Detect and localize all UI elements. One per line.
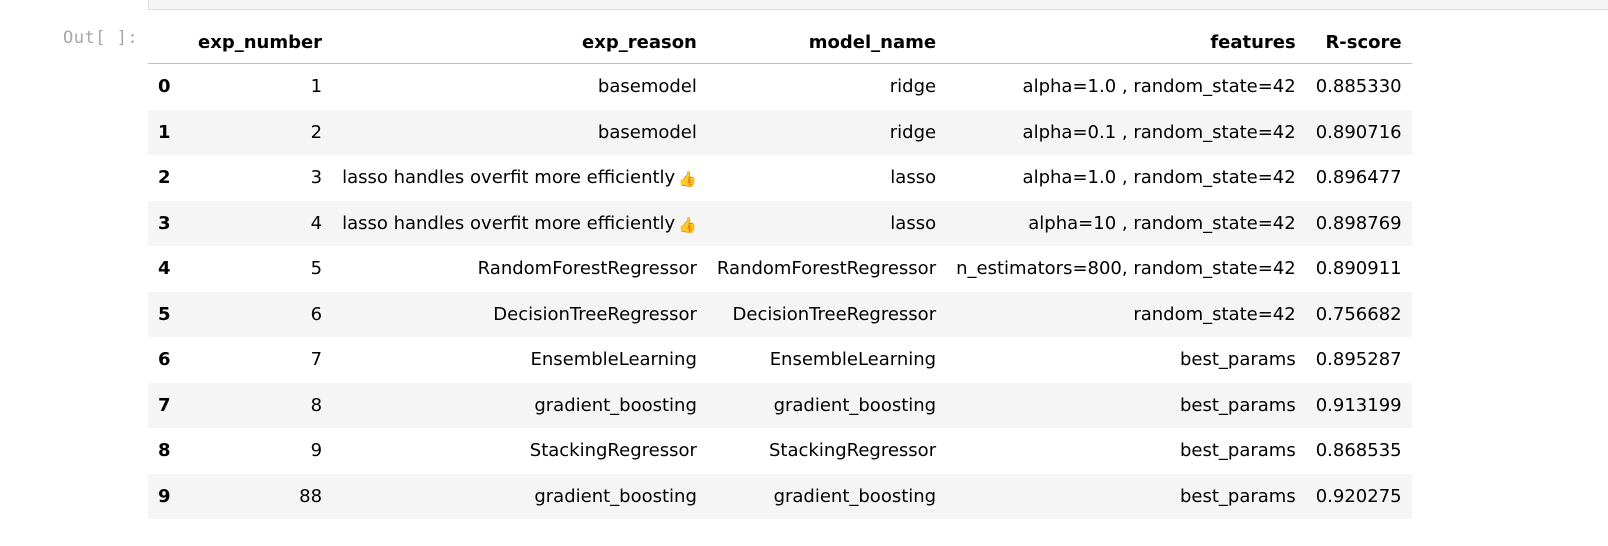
- cell-exp-reason: lasso handles overfit more efficiently👍: [332, 155, 707, 201]
- cell-features: alpha=0.1 , random_state=42: [1022, 121, 1296, 143]
- row-index: 4: [158, 258, 171, 280]
- cell-model-name: ridge: [889, 121, 937, 143]
- cell-exp-number: 88: [299, 485, 323, 507]
- exp-reason-text: gradient_boosting: [534, 394, 697, 416]
- table-row: 5 6 DecisionTreeRegressor DecisionTreeRegre…: [148, 291, 1412, 338]
- table-row: 0 1 basemodel ridge alpha=1.0 , random_state…: [148, 64, 1412, 110]
- cell-exp-number: 5: [310, 258, 323, 280]
- thumbs-up-icon: 👍: [678, 170, 697, 189]
- row-index: 2: [158, 167, 171, 189]
- cell-exp-number: 2: [310, 121, 323, 143]
- table-row: 4 5 RandomForestRegressor RandomForestRegre…: [148, 246, 1412, 292]
- cell-model-name: DecisionTreeRegressor: [732, 303, 937, 325]
- cell-exp-reason: EnsembleLearning: [332, 337, 707, 383]
- column-header-exp-reason: exp_reason: [332, 22, 707, 64]
- cell-features: random_state=42: [1133, 303, 1296, 325]
- index-header: [148, 22, 188, 64]
- table-row: 7 8 gradient_boosting gradient_boosting best…: [148, 382, 1412, 429]
- cell-model-name: ridge: [889, 76, 937, 98]
- cell-r-score: 0.885330: [1315, 76, 1402, 98]
- cell-r-score: 0.890911: [1315, 258, 1402, 280]
- cell-exp-reason: basemodel: [332, 64, 707, 110]
- column-header-r-score: R-score: [1305, 22, 1412, 64]
- cell-exp-number: 6: [310, 303, 323, 325]
- cell-exp-reason: gradient_boosting: [332, 474, 707, 520]
- row-index: 0: [158, 76, 171, 98]
- exp-reason-text: EnsembleLearning: [530, 349, 697, 371]
- row-index: 1: [158, 121, 171, 143]
- table-row: 3 4 lasso handles overfit more efficiently…: [148, 200, 1412, 247]
- exp-reason-text: DecisionTreeRegressor: [493, 303, 697, 325]
- cell-model-name: RandomForestRegressor: [716, 258, 937, 280]
- cell-exp-reason: lasso handles overfit more efficiently👍: [332, 201, 707, 247]
- table-body: 0 1 basemodel ridge alpha=1.0 , random_state…: [148, 64, 1412, 520]
- column-header-exp-number: exp_number: [188, 22, 333, 64]
- cell-features: alpha=1.0 , random_state=42: [1022, 167, 1296, 189]
- column-header-model-name: model_name: [706, 22, 947, 64]
- cell-model-name: lasso: [890, 212, 937, 234]
- exp-reason-text: lasso handles overfit more efficiently: [342, 212, 676, 234]
- cell-exp-number: 8: [310, 394, 323, 416]
- header-row: exp_number exp_reason model_name feature…: [148, 22, 1412, 64]
- row-index: 3: [158, 212, 171, 234]
- exp-reason-text: basemodel: [597, 76, 697, 98]
- exp-reason-text: StackingRegressor: [529, 440, 697, 462]
- table-row: 2 3 lasso handles overfit more efficiently…: [148, 155, 1412, 201]
- exp-reason-text: gradient_boosting: [534, 485, 697, 507]
- cell-features: alpha=10 , random_state=42: [1028, 212, 1296, 234]
- exp-reason-text: basemodel: [597, 121, 697, 143]
- output-prompt: Out[ ]:: [63, 28, 139, 48]
- dataframe-table: exp_number exp_reason model_name feature…: [148, 22, 1412, 519]
- cell-r-score: 0.890716: [1315, 121, 1402, 143]
- cell-model-name: gradient_boosting: [773, 394, 937, 416]
- cell-exp-number: 7: [310, 349, 323, 371]
- exp-reason-text: lasso handles overfit more efficiently: [342, 167, 676, 189]
- cell-r-score: 0.913199: [1315, 394, 1402, 416]
- cell-model-name: StackingRegressor: [768, 440, 937, 462]
- table-row: 9 88 gradient_boosting gradient_boosting bes…: [148, 473, 1412, 520]
- cell-exp-reason: StackingRegressor: [332, 428, 707, 474]
- cell-exp-reason: basemodel: [332, 110, 707, 156]
- cell-exp-reason: gradient_boosting: [332, 383, 707, 429]
- cell-r-score: 0.895287: [1315, 349, 1402, 371]
- cell-r-score: 0.898769: [1315, 212, 1402, 234]
- table-row: 1 2 basemodel ridge alpha=0.1 , random_state…: [148, 109, 1412, 156]
- row-index: 7: [158, 394, 171, 416]
- column-header-features: features: [946, 22, 1306, 64]
- cell-features: best_params: [1179, 485, 1296, 507]
- cell-exp-number: 1: [310, 76, 323, 98]
- cell-exp-reason: RandomForestRegressor: [332, 246, 707, 292]
- row-index: 5: [158, 303, 171, 325]
- row-index: 8: [158, 440, 171, 462]
- cell-r-score: 0.896477: [1315, 167, 1402, 189]
- cell-model-name: gradient_boosting: [773, 485, 937, 507]
- cell-r-score: 0.868535: [1315, 440, 1402, 462]
- cell-features: alpha=1.0 , random_state=42: [1022, 76, 1296, 98]
- thumbs-up-icon: 👍: [678, 215, 697, 234]
- cell-features: best_params: [1179, 440, 1296, 462]
- exp-reason-text: RandomForestRegressor: [477, 258, 697, 280]
- cell-r-score: 0.756682: [1315, 303, 1402, 325]
- table-row: 6 7 EnsembleLearning EnsembleLearning best_p…: [148, 337, 1412, 383]
- cell-exp-number: 3: [310, 167, 323, 189]
- cell-features: best_params: [1179, 349, 1296, 371]
- row-index: 6: [158, 349, 171, 371]
- cell-exp-number: 9: [310, 440, 323, 462]
- cell-exp-reason: DecisionTreeRegressor: [332, 292, 707, 338]
- cell-features: best_params: [1179, 394, 1296, 416]
- table-row: 8 9 StackingRegressor StackingRegressor best…: [148, 428, 1412, 474]
- cell-model-name: EnsembleLearning: [769, 349, 937, 371]
- dataframe-output: exp_number exp_reason model_name feature…: [148, 22, 1412, 519]
- cell-r-score: 0.920275: [1315, 485, 1402, 507]
- cell-features: n_estimators=800, random_state=42: [956, 258, 1296, 280]
- cell-model-name: lasso: [890, 167, 937, 189]
- previous-cell-output: [148, 0, 1608, 10]
- row-index: 9: [158, 485, 171, 507]
- cell-exp-number: 4: [310, 212, 323, 234]
